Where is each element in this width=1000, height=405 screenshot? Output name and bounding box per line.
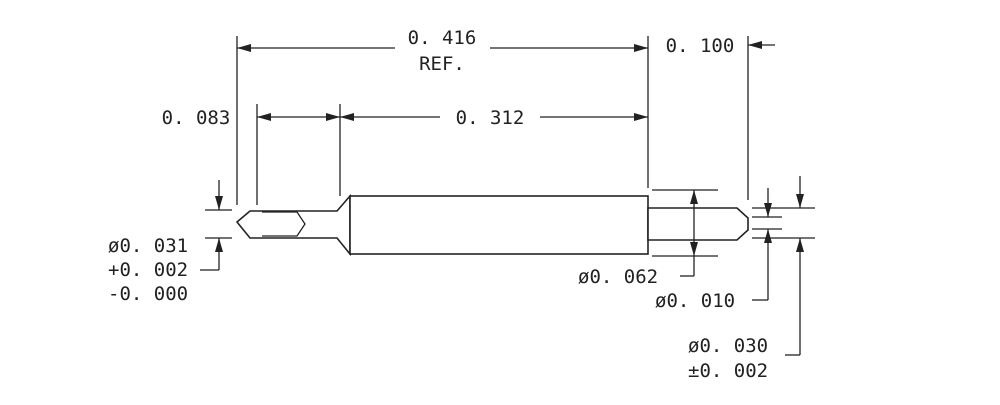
tail-length-label: 0. 100 — [666, 35, 735, 57]
pin-part — [235, 193, 749, 257]
tip-length-label: 0. 083 — [162, 107, 231, 129]
dimension-lines — [200, 41, 804, 356]
tip-section — [235, 193, 351, 257]
dimension-labels: 0. 416 REF. 0. 100 0. 083 0. 312 ø0. 031… — [108, 27, 768, 382]
barrel-length-label: 0. 312 — [456, 107, 525, 129]
extension-lines — [205, 36, 815, 257]
tail-tip-diameter-label: ø0. 010 — [655, 290, 735, 312]
tail-diameter-label: ø0. 030 — [688, 335, 768, 357]
barrel-diameter-label: ø0. 062 — [578, 266, 658, 288]
overall-length-note: REF. — [419, 53, 465, 75]
tip-cone-detail — [262, 211, 306, 237]
tail-section — [647, 207, 749, 241]
overall-length-label: 0. 416 — [408, 27, 477, 49]
tip-diameter-label: ø0. 031 — [108, 235, 188, 257]
tail-tolerance-label: ±0. 002 — [688, 360, 768, 382]
tip-tolerance-plus: +0. 002 — [108, 259, 188, 281]
tip-tolerance-minus: -0. 000 — [108, 283, 188, 305]
barrel-body — [349, 195, 649, 255]
